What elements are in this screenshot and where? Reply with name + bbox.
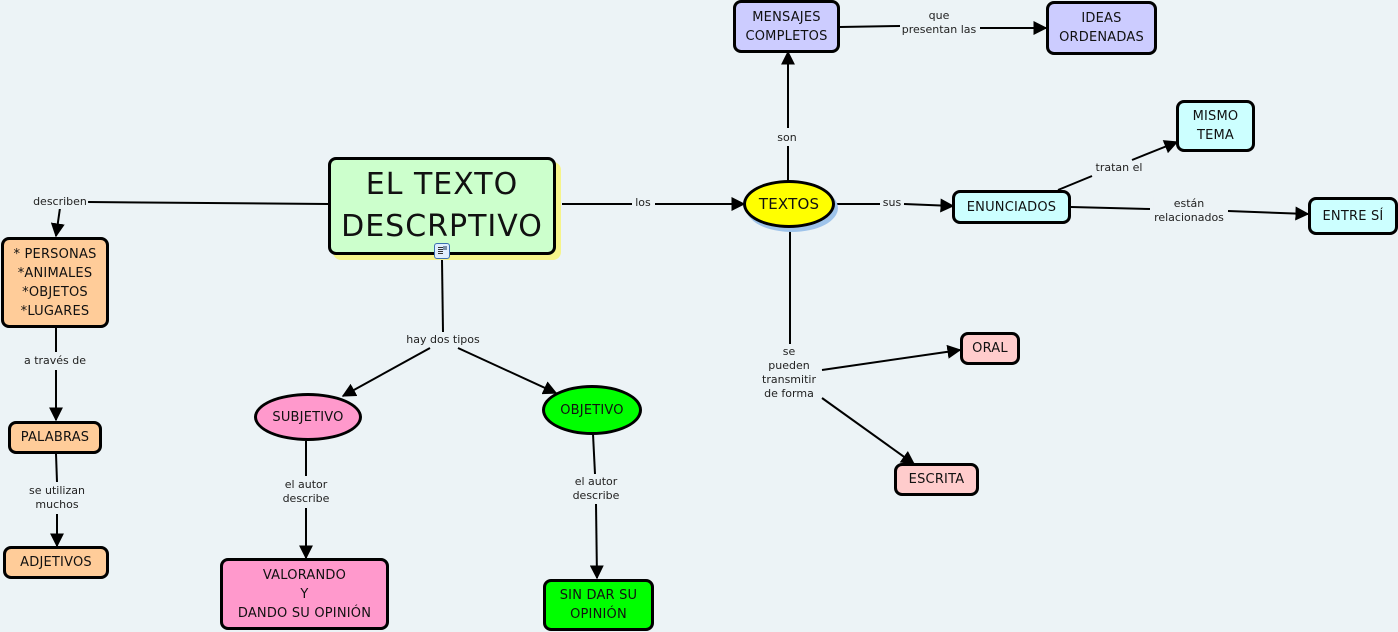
node-mensajes-completos[interactable]: MENSAJES COMPLETOS	[733, 0, 840, 53]
link-label-los[interactable]: los	[634, 196, 652, 210]
link-label-autor-objetivo[interactable]: el autor describe	[571, 475, 621, 503]
link-label-autor-subjetivo[interactable]: el autor describe	[281, 478, 331, 506]
node-adjetivos[interactable]: ADJETIVOS	[3, 546, 109, 579]
node-ideas-ordenadas[interactable]: IDEAS ORDENADAS	[1046, 1, 1157, 55]
node-mismo-tema[interactable]: MISMO TEMA	[1176, 100, 1255, 152]
node-palabras[interactable]: PALABRAS	[8, 421, 102, 454]
link-describen-personas	[50, 207, 65, 238]
node-oral[interactable]: ORAL	[960, 332, 1020, 365]
node-personas[interactable]: * PERSONAS *ANIMALES *OBJETOS *LUGARES	[1, 237, 109, 328]
link-haydos-objetivo	[457, 347, 558, 395]
node-textos[interactable]: TEXTOS	[743, 180, 835, 228]
link-autor-sindar	[589, 503, 604, 580]
link-haydos-subjetivo	[341, 347, 431, 397]
node-sin-dar-opinion[interactable]: SIN DAR SU OPINIÓN	[543, 579, 654, 631]
link-palabras-utilizan	[55, 453, 58, 483]
node-entre-si[interactable]: ENTRE SÍ	[1308, 197, 1398, 235]
link-sepueden-escrita	[821, 397, 916, 465]
link-label-se-pueden[interactable]: se pueden transmitir de forma	[761, 345, 817, 401]
link-label-hay-dos-tipos[interactable]: hay dos tipos	[405, 333, 481, 347]
link-tratan-mismotema	[1131, 140, 1179, 161]
link-sepueden-oral	[821, 344, 962, 371]
link-estan-entresi	[1227, 206, 1310, 221]
link-label-que-presentan[interactable]: que presentan las	[900, 9, 978, 37]
link-label-describen[interactable]: describen	[32, 195, 88, 209]
link-objetivo-autor	[592, 433, 596, 475]
node-valorando[interactable]: VALORANDO Y DANDO SU OPINIÓN	[220, 558, 389, 630]
link-mensajes-que	[839, 25, 901, 28]
link-label-a-traves-de[interactable]: a través de	[22, 354, 88, 368]
link-label-sus[interactable]: sus	[881, 196, 903, 210]
link-sus-enunciados	[903, 198, 955, 213]
node-escrita[interactable]: ESCRITA	[894, 463, 979, 496]
link-label-se-utilizan[interactable]: se utilizan muchos	[28, 484, 86, 512]
link-enunciados-estan	[1070, 206, 1151, 210]
link-label-estan-relacionados[interactable]: están relacionados	[1153, 197, 1225, 225]
node-objetivo[interactable]: OBJETIVO	[542, 385, 642, 435]
node-main-title[interactable]: EL TEXTO DESCRPTIVO	[328, 157, 556, 255]
link-label-son[interactable]: son	[776, 131, 798, 145]
node-subjetivo[interactable]: SUBJETIVO	[254, 393, 362, 441]
link-main-haydos	[441, 259, 444, 333]
link-label-tratan-el[interactable]: tratan el	[1094, 161, 1144, 175]
document-resource-icon[interactable]	[434, 243, 450, 259]
link-main-describen	[87, 201, 329, 205]
node-enunciados[interactable]: ENUNCIADOS	[952, 190, 1071, 224]
link-enunciados-tratan	[1057, 175, 1093, 191]
